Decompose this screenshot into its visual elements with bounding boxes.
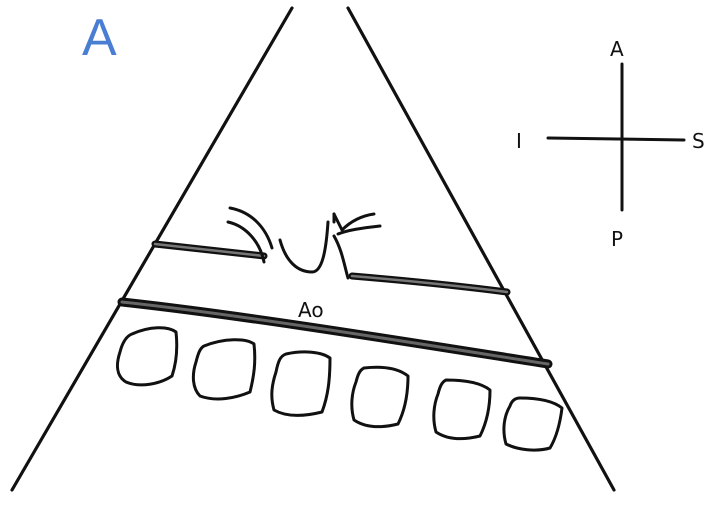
aortic-branches <box>228 208 380 278</box>
vertebral-bodies <box>118 328 562 450</box>
sector-right-edge <box>348 8 614 490</box>
vertebra-6 <box>504 398 562 450</box>
orientation-axes <box>548 64 684 210</box>
vertebra-1 <box>118 328 177 385</box>
vertebra-2 <box>193 340 254 399</box>
vertebra-4 <box>352 367 408 426</box>
aorta-label: Ao <box>298 298 324 322</box>
orientation-inferior-label: I <box>516 129 522 153</box>
orientation-superior-label: S <box>692 129 705 153</box>
aorta-posterior-wall <box>122 302 548 364</box>
vertebra-5 <box>434 380 490 439</box>
upper-vessel-wall <box>155 244 507 292</box>
orientation-posterior-label: P <box>611 227 623 251</box>
vertebra-3 <box>272 352 330 416</box>
orientation-anterior-label: A <box>610 37 624 61</box>
sector-left-edge <box>12 8 292 490</box>
